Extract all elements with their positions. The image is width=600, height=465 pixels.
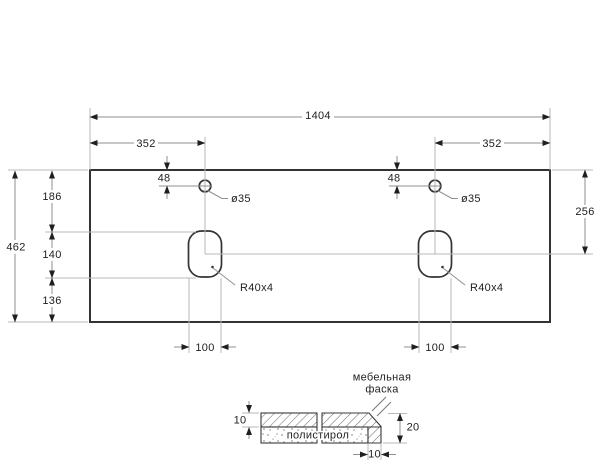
hole-diameter-left-label: ø35 xyxy=(231,193,251,205)
dim-hole-offset-right-label: 352 xyxy=(482,138,501,150)
countertop-outline xyxy=(89,169,551,323)
chamfer-mark-2 xyxy=(376,401,392,417)
dim-bowl-center-label: 256 xyxy=(575,206,594,218)
dim-seg-top-label: 186 xyxy=(42,191,61,203)
dim-seg-bottom-label: 136 xyxy=(42,295,61,307)
filler-material-label: полистирол xyxy=(287,430,350,442)
leader-hole-left xyxy=(207,190,228,199)
cutout-radius-right-label: R40x4 xyxy=(470,282,503,294)
section-view: 10 20 10 мебельная фаска полистирол xyxy=(234,372,420,461)
cutout-width-right-label: 100 xyxy=(425,342,444,354)
cutout-width-left-label: 100 xyxy=(195,342,214,354)
section-top-layer-right xyxy=(321,412,382,428)
leader-cutout-right xyxy=(442,267,466,286)
dim-hole-top-right-label: 48 xyxy=(388,173,401,185)
section-edge-block xyxy=(367,426,382,444)
section-filler-left xyxy=(260,426,318,444)
dim-overall-width-label: 1404 xyxy=(305,110,331,122)
dim-overall-height-label: 462 xyxy=(6,242,25,254)
chamfer-label-line1: мебельная xyxy=(353,372,411,384)
hole-diameter-right-label: ø35 xyxy=(461,193,481,205)
top-thickness-label: 10 xyxy=(234,415,247,427)
dim-hole-top-left-label: 48 xyxy=(158,173,171,185)
cutout-radius-left-label: R40x4 xyxy=(240,282,273,294)
leader-cutout-left xyxy=(212,267,236,286)
chamfer-mark-1 xyxy=(371,396,387,412)
edge-width-label: 10 xyxy=(368,449,381,461)
edge-thickness-label: 20 xyxy=(407,422,420,434)
chamfer-label-line2: фаска xyxy=(365,384,399,396)
section-top-layer-left xyxy=(260,412,318,428)
top-view: 1404 352 352 462 186 140 136 256 48 48 ø… xyxy=(3,108,598,354)
dim-hole-offset-left-label: 352 xyxy=(136,138,155,150)
leader-hole-right xyxy=(437,190,458,199)
dim-seg-middle-label: 140 xyxy=(42,249,61,261)
